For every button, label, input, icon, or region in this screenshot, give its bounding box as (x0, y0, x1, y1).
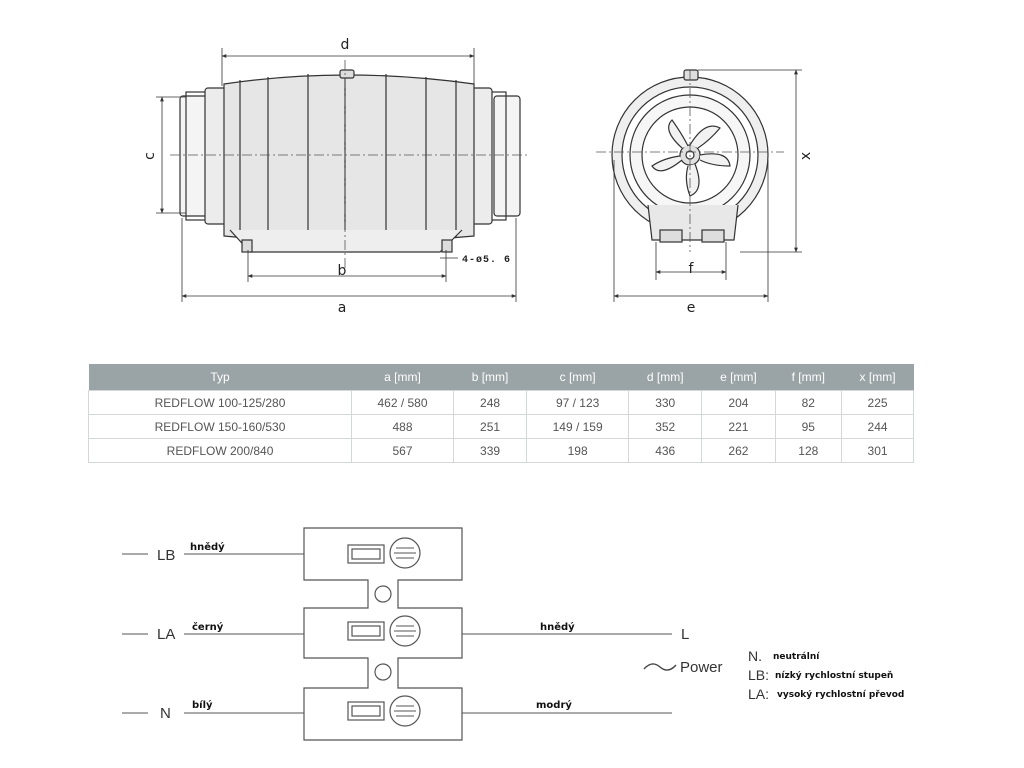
spec-table: Typ a [mm] b [mm] c [mm] d [mm] e [mm] f… (87, 364, 914, 463)
table-row: REDFLOW 200/840 567 339 198 436 262 128 … (87, 438, 914, 463)
table-cell: 244 (841, 414, 914, 439)
col-header: a [mm] (351, 364, 454, 391)
dim-x-label: x (798, 152, 814, 160)
power-label: Power (680, 659, 723, 676)
dim-holes-label: 4-ø5. 6 (462, 255, 511, 266)
table-cell: 204 (701, 390, 776, 415)
table-cell: 436 (628, 438, 703, 463)
table-cell: 82 (774, 390, 843, 415)
terminal-n: N (160, 705, 171, 722)
legend-key-lb: LB: (748, 667, 769, 683)
legend-text-la: vysoký rychlostní převod (777, 690, 904, 700)
table-cell: 251 (452, 414, 528, 439)
ac-tilde-icon (643, 663, 677, 671)
terminal-la: LA (157, 626, 175, 643)
col-header: Typ (88, 364, 352, 391)
dim-f-label: f (689, 261, 695, 277)
wire-n-label: bílý (192, 699, 213, 711)
table-cell: 352 (628, 414, 703, 439)
legend-key-n: N. (748, 648, 762, 664)
dim-e-label: e (687, 300, 696, 316)
terminal-l: L (681, 626, 689, 643)
table-cell: 462 / 580 (351, 390, 454, 415)
table-cell: 221 (701, 414, 776, 439)
table-cell: REDFLOW 150-160/530 (87, 414, 353, 439)
table-row: REDFLOW 150-160/530 488 251 149 / 159 35… (87, 414, 914, 439)
dim-c-label: c (142, 152, 158, 160)
wire-lb-label: hnědý (190, 541, 225, 553)
col-header: d [mm] (628, 364, 702, 391)
wires (122, 553, 672, 714)
wire-la-label: černý (192, 621, 224, 633)
table-cell: 248 (452, 390, 528, 415)
table-cell: 488 (351, 414, 454, 439)
col-header: b [mm] (453, 364, 527, 391)
table-cell: 567 (351, 438, 454, 463)
table-row: REDFLOW 100-125/280 462 / 580 248 97 / 1… (87, 390, 914, 415)
wire-l-label: hnědý (540, 621, 575, 633)
table-cell: 97 / 123 (526, 390, 630, 415)
table-cell: 225 (841, 390, 914, 415)
col-header: f [mm] (775, 364, 842, 391)
legend-text-n: neutrální (773, 652, 820, 662)
table-cell: 330 (628, 390, 703, 415)
table-cell: 198 (526, 438, 630, 463)
dim-a-label: a (338, 300, 347, 316)
switch-block (303, 527, 463, 741)
table-cell: 262 (701, 438, 776, 463)
legend-text-lb: nízký rychlostní stupeň (775, 671, 893, 681)
fan-side-view (179, 69, 521, 253)
dim-b-label: b (338, 263, 347, 279)
table-cell: REDFLOW 200/840 (87, 438, 353, 463)
table-cell: 128 (774, 438, 843, 463)
legend: N. neutrální LB: nízký rychlostní stupeň… (748, 648, 904, 702)
wire-n-out-label: modrý (536, 699, 572, 711)
legend-key-la: LA: (748, 686, 769, 702)
table-cell: 339 (452, 438, 528, 463)
col-header: x [mm] (841, 364, 914, 391)
table-cell: 95 (774, 414, 843, 439)
table-cell: 301 (841, 438, 914, 463)
terminal-lb: LB (157, 547, 175, 564)
col-header: c [mm] (526, 364, 629, 391)
dim-d-label: d (341, 37, 350, 53)
table-cell: REDFLOW 100-125/280 (87, 390, 353, 415)
spec-table-header: Typ a [mm] b [mm] c [mm] d [mm] e [mm] f… (88, 364, 914, 391)
table-cell: 149 / 159 (526, 414, 630, 439)
col-header: e [mm] (701, 364, 776, 391)
